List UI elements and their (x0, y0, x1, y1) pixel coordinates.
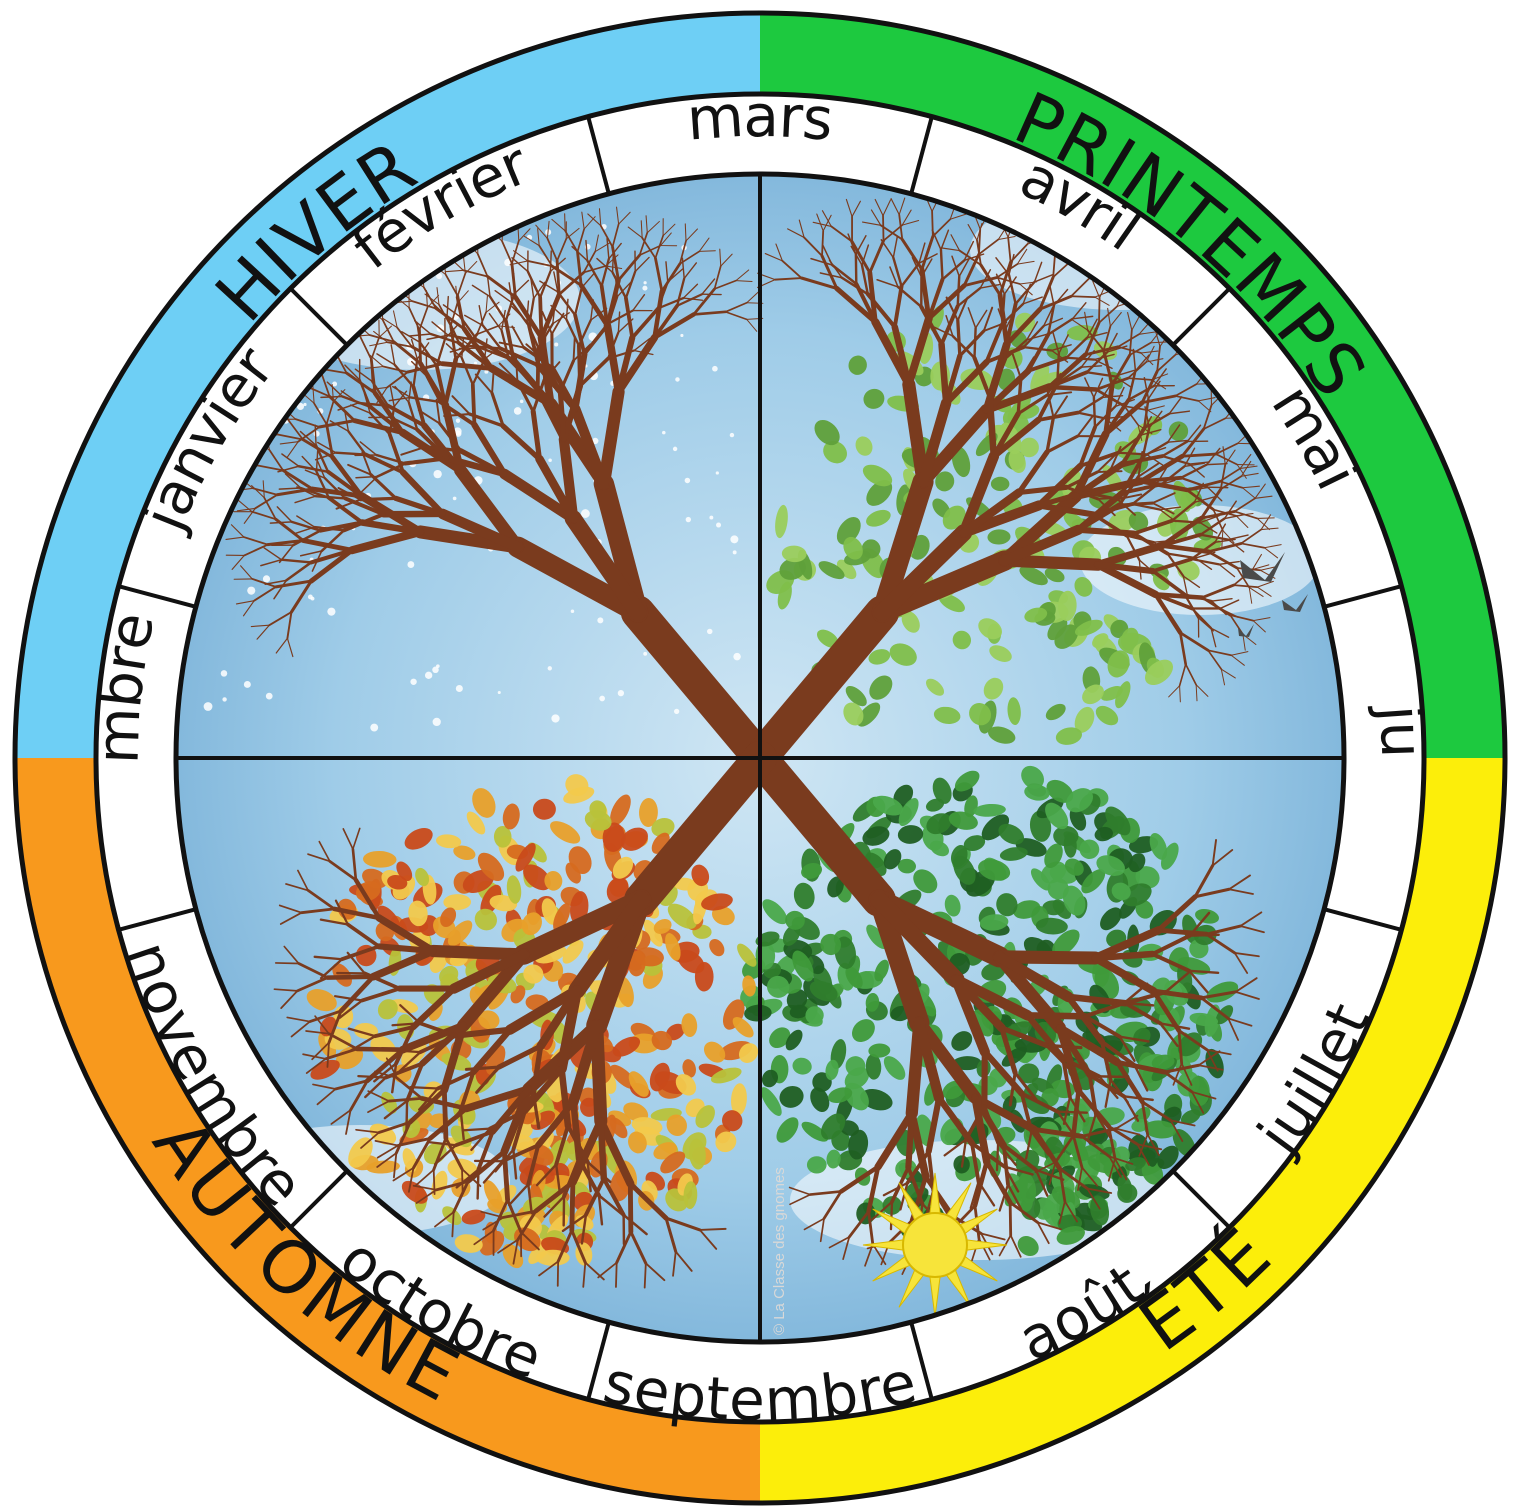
month-label-mars: mars (685, 82, 836, 154)
credit-text: © La Classe des gnomes (771, 1167, 788, 1335)
